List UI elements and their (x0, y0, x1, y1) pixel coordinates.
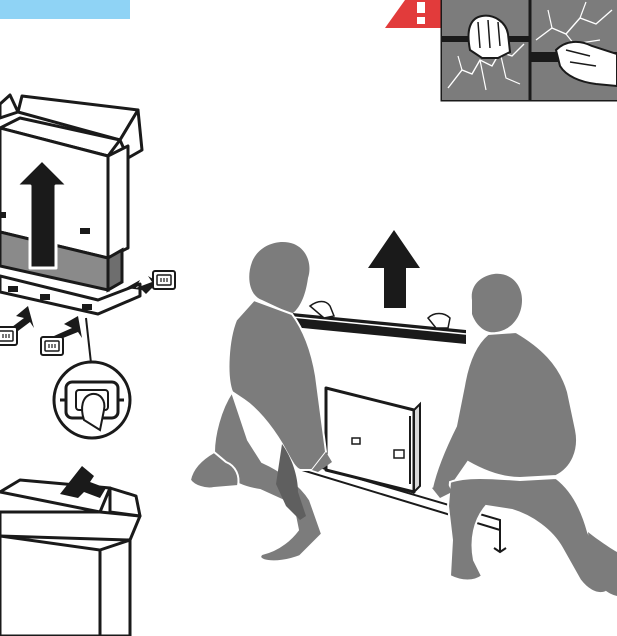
person-left (188, 242, 336, 563)
lift-arrow-up-icon (368, 230, 420, 308)
tv-box-repack (0, 466, 142, 636)
section-tag (0, 0, 130, 19)
tv-box-lifted (0, 93, 144, 316)
arrow-up-icon (14, 158, 70, 270)
arrow-up-small-icon (60, 466, 106, 498)
person-right (426, 273, 617, 596)
clip-detail-callout (52, 317, 132, 440)
warning-panels (440, 0, 617, 102)
